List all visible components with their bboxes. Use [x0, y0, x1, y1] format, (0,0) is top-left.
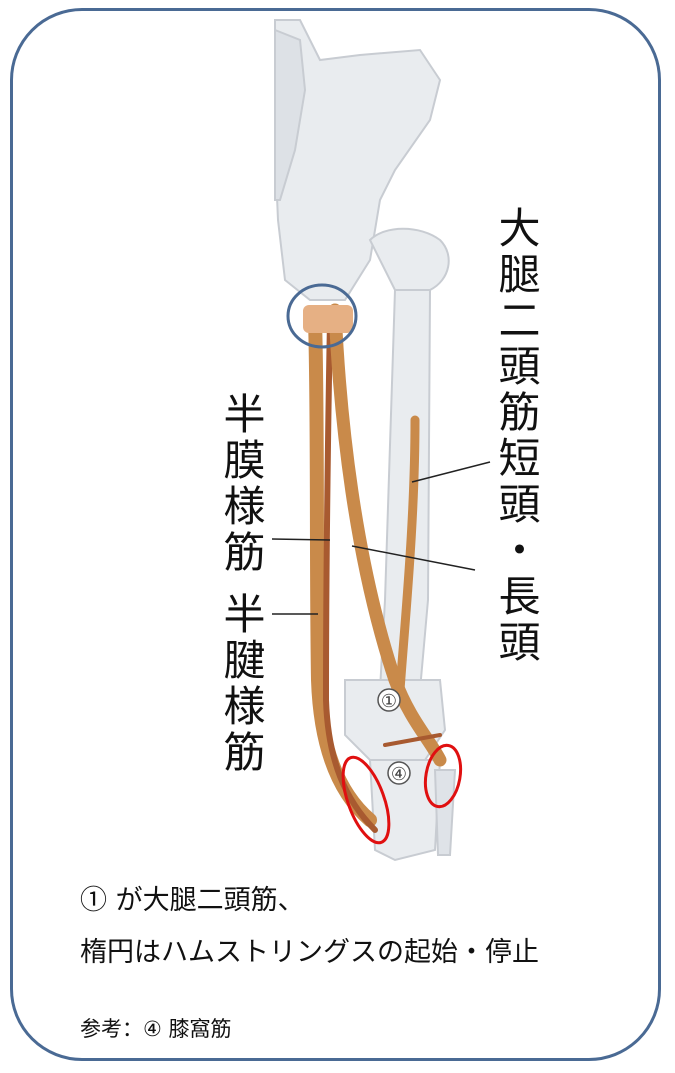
- leader-lines: [272, 462, 490, 614]
- leader-semimembranosus: [272, 539, 330, 540]
- marker-1-text: ①: [381, 691, 397, 712]
- semitendinosus-label: 半腱様筋: [220, 592, 262, 776]
- biceps-femoris-label: 大腿二頭筋短頭・長頭: [495, 206, 537, 666]
- marker-4: ④: [388, 762, 410, 785]
- caption-line-2: 楕円はハムストリングスの起始・停止: [80, 930, 539, 969]
- reference-note: 参考：④ 膝窩筋: [80, 1013, 232, 1043]
- origin-tendon-patch: [303, 305, 353, 333]
- marker-4-text: ④: [391, 764, 407, 785]
- fibula: [435, 770, 455, 855]
- marker-1: ①: [378, 689, 400, 712]
- caption-line-1: ① が大腿二頭筋、: [80, 878, 305, 917]
- semimembranosus-label: 半膜様筋: [220, 392, 262, 576]
